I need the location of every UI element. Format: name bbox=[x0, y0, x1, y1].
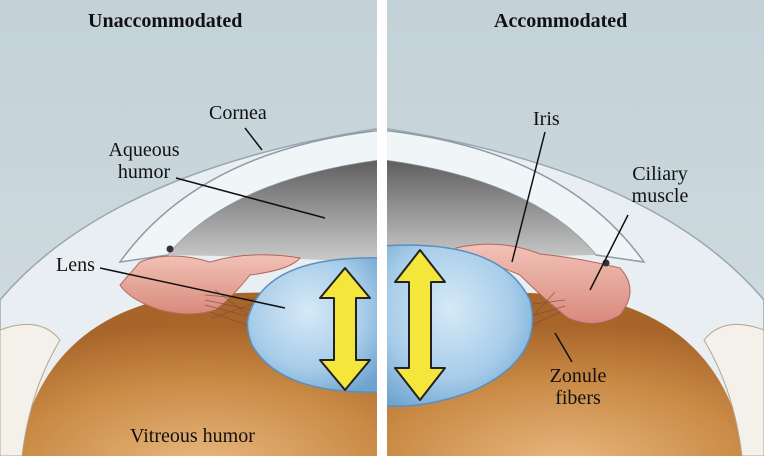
label-aqueous-line1: Aqueous bbox=[108, 139, 180, 161]
aqueous-chamber bbox=[168, 160, 378, 260]
label-ciliary-muscle: Ciliary muscle bbox=[620, 163, 700, 207]
label-lens: Lens bbox=[56, 254, 95, 276]
label-ciliary-line1: Ciliary bbox=[632, 163, 688, 185]
label-cornea: Cornea bbox=[209, 102, 267, 124]
label-zonule-line2: fibers bbox=[555, 387, 601, 409]
title-accommodated: Accommodated bbox=[494, 10, 628, 32]
panel-divider bbox=[377, 0, 387, 456]
label-aqueous-line2: humor bbox=[117, 161, 171, 183]
label-vitreous-humor: Vitreous humor bbox=[130, 425, 255, 447]
thickness-arrow-left bbox=[319, 267, 371, 391]
label-zonule-line1: Zonule bbox=[549, 365, 607, 387]
label-aqueous-humor: Aqueous humor bbox=[98, 139, 190, 183]
ciliary-body bbox=[119, 254, 301, 315]
label-zonule-fibers: Zonule fibers bbox=[536, 365, 620, 409]
thickness-arrow-right bbox=[394, 249, 446, 401]
leader-lines bbox=[99, 127, 629, 363]
iris-and-ciliary bbox=[455, 243, 631, 324]
title-unaccommodated: Unaccommodated bbox=[88, 10, 243, 32]
label-ciliary-line2: muscle bbox=[631, 185, 689, 207]
label-iris: Iris bbox=[533, 108, 560, 130]
